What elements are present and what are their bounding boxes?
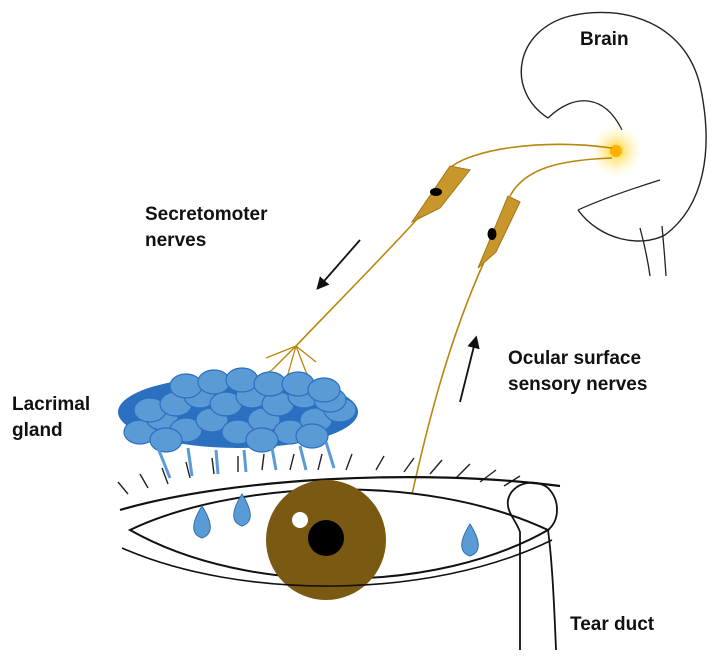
secretomotor-axon-lower	[296, 216, 420, 346]
gland-duct	[300, 446, 306, 470]
brain-nucleus	[610, 145, 622, 157]
eyelash	[212, 458, 214, 474]
gland-duct	[216, 450, 218, 474]
gland-duct	[272, 448, 276, 470]
gland-lobule	[296, 424, 328, 448]
gland-lobule	[308, 378, 340, 402]
sensory-neuron-nucleus	[488, 228, 497, 240]
secretomotor-neuron-nucleus	[430, 188, 442, 196]
gland-lobule	[150, 428, 182, 452]
gland-lobule	[198, 370, 230, 394]
pupil	[308, 520, 344, 556]
lacrimal-gland-lobes	[124, 368, 356, 452]
eye	[120, 477, 560, 600]
secretomotor-label-line1: Secretomoter	[145, 204, 268, 225]
secretomotor-label-line2: nerves	[145, 230, 206, 251]
eyelash	[290, 454, 294, 470]
eye-highlight	[292, 512, 308, 528]
gland-label-line1: Lacrimal	[12, 394, 90, 415]
gland-duct	[326, 442, 334, 468]
sensory-label-line2: sensory nerves	[508, 374, 647, 395]
eyelash	[118, 482, 128, 494]
tear-duct-outline	[508, 483, 557, 650]
sensory-arrow	[460, 338, 476, 402]
eyelash	[376, 456, 384, 470]
sensory-label-line1: Ocular surface	[508, 348, 641, 369]
eyelash	[262, 454, 264, 470]
gland-duct	[244, 450, 246, 472]
gland-lobule	[226, 368, 258, 392]
eyelash	[456, 464, 470, 478]
eyelash	[346, 454, 352, 470]
tear-duct	[508, 483, 557, 650]
secretomotor-arrow	[318, 240, 360, 288]
sensory-neuron-body	[478, 196, 520, 268]
tear-duct-label: Tear duct	[570, 614, 655, 635]
gland-lobule	[170, 374, 202, 398]
tear-duct-inner	[548, 530, 556, 650]
eyelash	[140, 474, 148, 488]
brain-label: Brain	[580, 29, 629, 50]
eyelash	[318, 454, 322, 470]
gland-label-line2: gland	[12, 420, 63, 441]
eyelash	[404, 458, 414, 472]
gland-lobule	[254, 372, 286, 396]
eyelash	[430, 460, 442, 474]
